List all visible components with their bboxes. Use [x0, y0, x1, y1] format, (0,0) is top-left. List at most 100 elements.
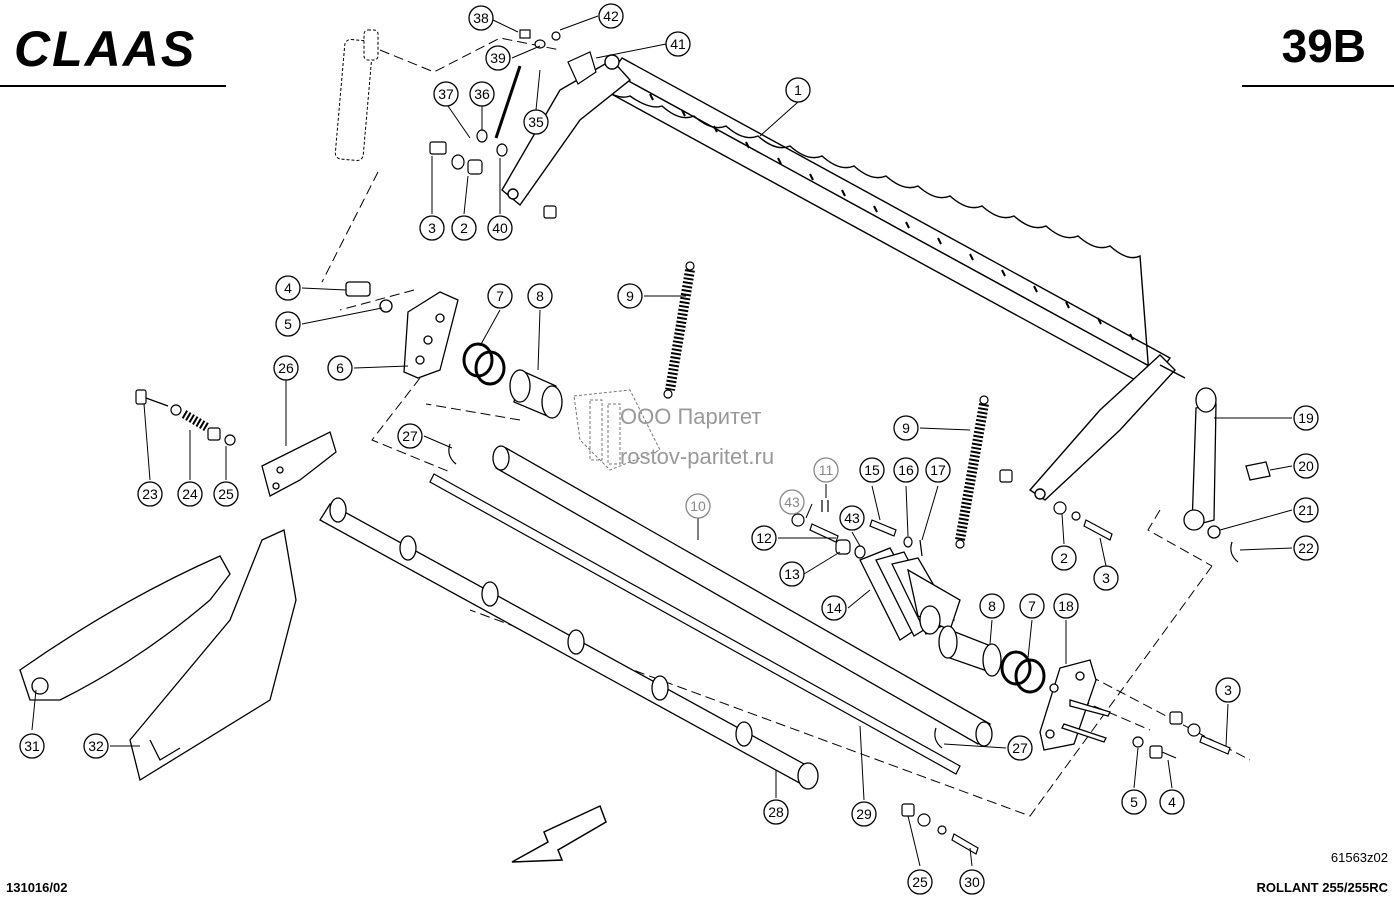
callout-label: 37	[438, 86, 454, 102]
callout-9: 9	[617, 283, 643, 309]
callout-24: 24	[177, 481, 203, 507]
callout-label: 11	[819, 462, 834, 478]
callout-9: 9	[893, 415, 919, 441]
callout-circle	[523, 109, 549, 135]
callout-8: 8	[979, 593, 1005, 619]
model-name: ROLLANT 255/255RC	[1257, 880, 1389, 895]
callout-4: 4	[275, 275, 301, 301]
callout-22: 22	[1293, 535, 1319, 561]
callout-43: 43	[779, 489, 805, 515]
bushing-right-8	[938, 625, 1002, 677]
callout-circle	[1019, 593, 1045, 619]
callout-circle	[327, 355, 353, 381]
callout-label: 7	[496, 288, 504, 304]
callout-label: 40	[492, 220, 508, 236]
rod-29	[429, 473, 961, 775]
callout-label: 32	[88, 738, 104, 754]
callout-circle	[419, 215, 445, 241]
callout-circle	[397, 423, 423, 449]
callout-label: 15	[864, 462, 880, 478]
callout-circle	[213, 481, 239, 507]
callout-39: 39	[485, 45, 511, 71]
callout-label: 27	[402, 428, 418, 444]
callout-10: 10	[685, 493, 711, 519]
callout-label: 10	[690, 498, 706, 514]
callout-19: 19	[1293, 405, 1319, 431]
callout-3: 3	[1093, 565, 1119, 591]
callout-17: 17	[925, 457, 951, 483]
page-code: 39B	[1282, 20, 1366, 72]
callout-label: 5	[1130, 794, 1138, 810]
callout-label: 43	[784, 494, 800, 510]
brand-logo: CLAAS	[14, 21, 196, 77]
spring-9-left	[663, 261, 695, 399]
callout-21: 21	[1293, 497, 1319, 523]
callout-1: 1	[785, 77, 811, 103]
callout-37: 37	[433, 81, 459, 107]
rings-right-7	[1000, 650, 1046, 694]
callout-label: 41	[670, 36, 686, 52]
plate-right-18	[1039, 659, 1111, 751]
callout-circle	[1053, 593, 1079, 619]
callout-circle	[487, 283, 513, 309]
shaft-28	[319, 497, 819, 790]
callout-label: 4	[1168, 794, 1176, 810]
callout-circle	[925, 457, 951, 483]
callout-label: 25	[218, 486, 234, 502]
callout-circle	[485, 45, 511, 71]
callout-label: 13	[784, 566, 800, 582]
callout-16: 16	[893, 457, 919, 483]
lever-32	[129, 529, 297, 782]
callout-circle	[1159, 789, 1185, 815]
callout-label: 5	[284, 316, 292, 332]
callout-label: 31	[24, 738, 40, 754]
callout-label: 30	[964, 874, 980, 890]
callout-label: 7	[1028, 598, 1036, 614]
callout-8: 8	[527, 283, 553, 309]
callout-label: 25	[912, 874, 928, 890]
callout-label: 20	[1298, 458, 1314, 474]
callout-circle	[469, 81, 495, 107]
callout-label: 19	[1298, 410, 1314, 426]
callout-circle	[451, 215, 477, 241]
callout-label: 8	[536, 288, 544, 304]
cylinder-top-left	[334, 29, 379, 161]
callout-circle	[907, 869, 933, 895]
callout-29: 29	[851, 801, 877, 827]
callout-circle	[1215, 677, 1241, 703]
spring-9-right	[955, 395, 989, 549]
callout-circle	[1293, 405, 1319, 431]
part-frame-1	[501, 54, 1186, 501]
callout-label: 21	[1298, 502, 1314, 518]
pins-27	[448, 443, 1239, 749]
callout-label: 43	[844, 510, 860, 526]
callout-14: 14	[821, 595, 847, 621]
callout-4: 4	[1159, 789, 1185, 815]
callout-circle	[1121, 789, 1147, 815]
fasteners-right	[901, 469, 1231, 855]
callout-3: 3	[419, 215, 445, 241]
callout-circle	[859, 457, 885, 483]
callout-label: 38	[473, 10, 489, 26]
callout-18: 18	[1053, 593, 1079, 619]
callout-circle	[1007, 735, 1033, 761]
callout-11: 11	[813, 457, 839, 483]
callout-2: 2	[451, 215, 477, 241]
rings-left-7	[462, 342, 506, 386]
callout-6: 6	[327, 355, 353, 381]
callout-label: 3	[1224, 682, 1232, 698]
callout-label: 35	[528, 114, 544, 130]
callout-26: 26	[273, 355, 299, 381]
callout-circle	[1293, 497, 1319, 523]
callout-label: 17	[930, 462, 946, 478]
callout-40: 40	[487, 215, 513, 241]
callout-circle	[83, 733, 109, 759]
callout-circle	[959, 869, 985, 895]
callout-circle	[839, 505, 865, 531]
callout-circle	[177, 481, 203, 507]
callout-circle	[433, 81, 459, 107]
direction-arrow	[511, 804, 607, 863]
callout-12: 12	[751, 525, 777, 551]
callout-35: 35	[523, 109, 549, 135]
